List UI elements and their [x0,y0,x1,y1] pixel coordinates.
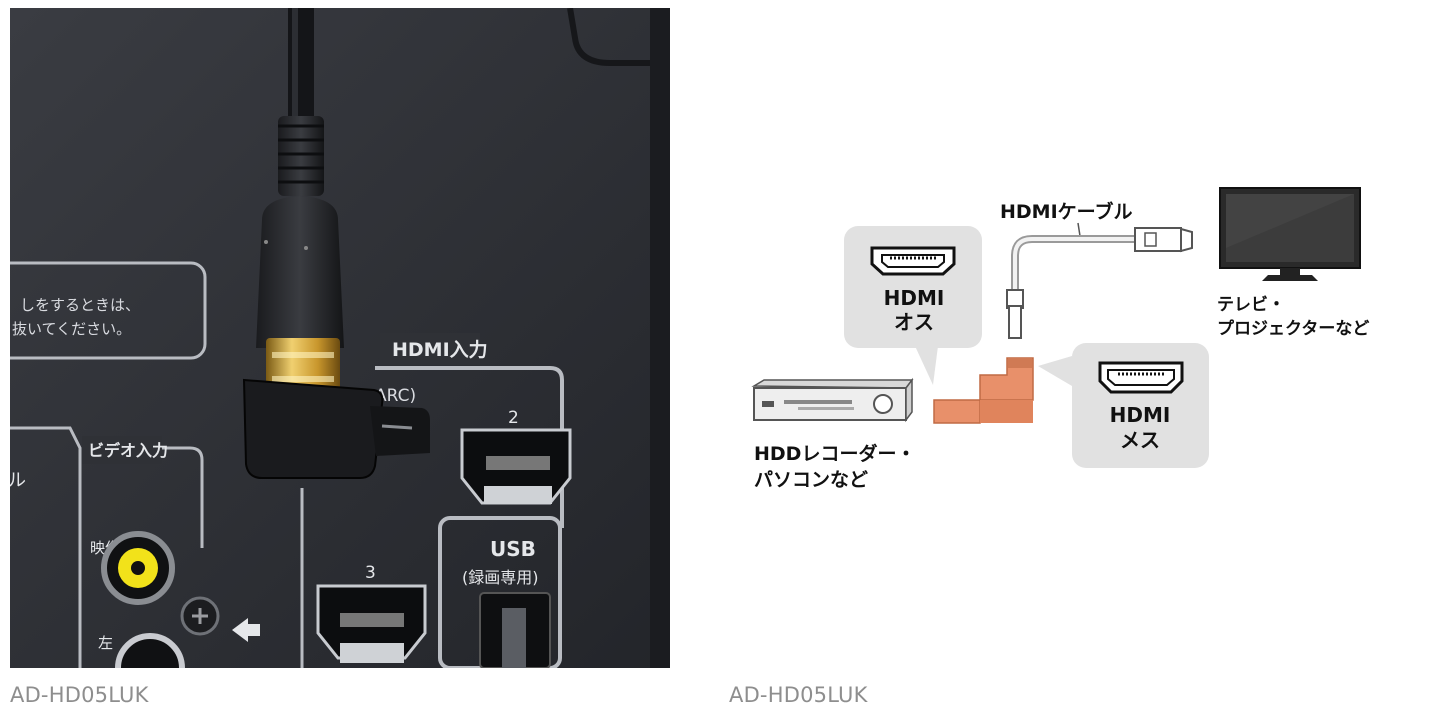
product-photo[interactable]: しをするときは、 抜いてください。 HDMI入力 ARC) 2 3 USB (録… [10,8,670,668]
port-2-label: 2 [508,408,519,428]
female-label-line2: メス [1120,428,1160,452]
left-audio-label: 左 [98,634,113,652]
side-char: ル [10,470,26,491]
hdmi-cable [1011,235,1144,302]
notice-line-1: しをするときは、 [20,296,140,314]
port-3-label: 3 [365,563,376,583]
tv-label-line2: プロジェクターなど [1217,318,1369,339]
tv-back-panel-illustration: しをするときは、 抜いてください。 HDMI入力 ARC) 2 3 USB (録… [10,8,670,668]
male-label-line1: HDMI [884,286,945,310]
recorder-label-line1: HDDレコーダー・ [754,442,915,465]
recorder-label-line2: パソコンなど [754,469,868,491]
connection-diagram-svg: HDMI オス HDMI メス HDMIケーブル [751,187,1369,491]
male-label-line2: オス [894,310,934,334]
cable-plug-adapter-end [1008,305,1022,339]
usb-recording-label: (録画専用) [462,568,539,587]
right-angle-adapter [933,357,1034,424]
connection-diagram[interactable]: HDMI オス HDMI メス HDMIケーブル [720,8,1431,668]
hdd-recorder-icon [751,377,914,423]
cable-plug-tv-end [1134,227,1182,252]
hdmi-male-icon [870,246,956,276]
tv-label-line1: テレビ・ [1217,295,1285,315]
hdmi-input-label: HDMI入力 [392,338,488,361]
product-caption[interactable]: AD-HD05LUK [729,683,868,707]
tv-icon [1219,187,1361,281]
female-label-line1: HDMI [1110,403,1171,427]
hdmi-female-icon [1098,361,1184,394]
cable-label: HDMIケーブル [1000,200,1133,223]
notice-line-2: 抜いてください。 [12,320,131,338]
arc-label: ARC) [375,386,416,406]
product-caption[interactable]: AD-HD05LUK [10,683,149,707]
usb-label: USB [490,537,536,561]
video-input-label: ビデオ入力 [88,441,168,460]
